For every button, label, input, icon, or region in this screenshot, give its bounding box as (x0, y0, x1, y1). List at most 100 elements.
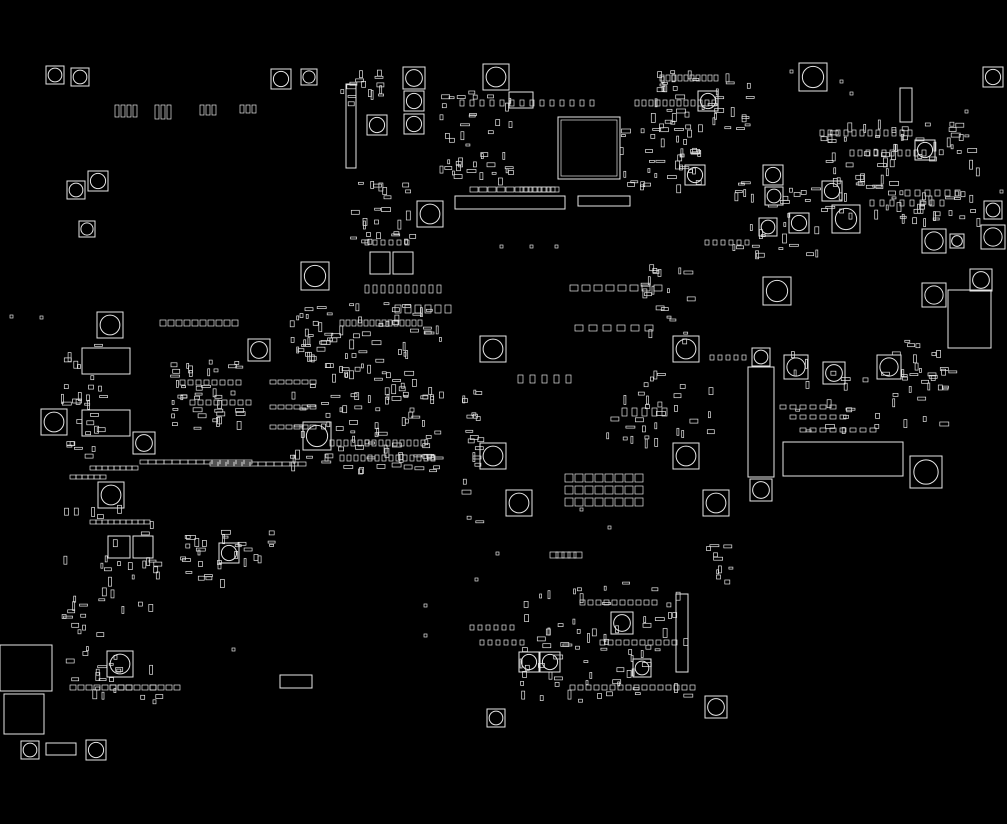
smd-part (606, 691, 613, 697)
smd-part (855, 182, 863, 186)
smd-footprint (609, 684, 616, 691)
smd-part (838, 192, 843, 201)
smd-part (414, 466, 425, 471)
smd-part (921, 379, 929, 384)
smd-footprint (689, 684, 696, 691)
smd-part (429, 469, 437, 473)
smd-part (976, 218, 981, 227)
smd-part (567, 689, 572, 700)
smd-footprint (269, 424, 277, 430)
mounting-hole (47, 67, 63, 83)
smd-part (495, 119, 501, 126)
smd-part (640, 184, 644, 191)
smd-part (874, 424, 880, 429)
smd-part (367, 364, 371, 374)
mounting-hole (68, 182, 84, 198)
smd-part (355, 444, 364, 450)
smd-part (736, 127, 745, 130)
smd-footprint (677, 74, 683, 82)
smd-footprint (369, 319, 375, 327)
smd-part (855, 174, 865, 180)
smd-part (686, 296, 696, 302)
smd-footprint (614, 497, 624, 507)
smd-part (672, 86, 678, 91)
smd-part (352, 435, 355, 443)
smd-part (723, 544, 733, 549)
smd-part (350, 430, 356, 434)
smd-part (659, 127, 669, 133)
mounting-hole (72, 69, 88, 85)
smd-part (857, 180, 865, 186)
smd-part (316, 346, 326, 352)
smd-part (383, 195, 392, 200)
smd-part (669, 318, 677, 322)
mounting-pad (87, 170, 109, 192)
smd-part (402, 182, 410, 188)
smd-footprint (651, 407, 658, 417)
smd-part (362, 218, 368, 226)
smd-footprint (689, 74, 695, 82)
smd-part (329, 337, 338, 343)
smd-part (339, 325, 344, 336)
smd-part (713, 552, 718, 558)
smd-part (914, 362, 919, 371)
smd-part (939, 421, 950, 427)
smd-footprint (919, 199, 925, 207)
smd-footprint (197, 399, 204, 406)
smd-footprint (269, 379, 277, 385)
smd-footprint (336, 439, 342, 447)
smd-part (378, 93, 384, 97)
smd-part (724, 126, 732, 130)
smd-footprint (406, 439, 412, 447)
smd-part (358, 316, 362, 324)
smd-part (936, 350, 941, 358)
smd-part (305, 351, 310, 357)
test-point (9, 314, 14, 319)
smd-footprint (549, 99, 555, 107)
smd-part (577, 587, 582, 592)
smd-footprint (107, 519, 115, 525)
smd-footprint (125, 684, 133, 691)
smd-part (920, 200, 927, 205)
smd-part (213, 368, 219, 373)
smd-footprint (717, 354, 723, 361)
smd-footprint (235, 379, 242, 386)
smd-footprint (285, 379, 293, 385)
smd-part (377, 69, 382, 77)
port-block (3, 693, 45, 735)
smd-footprint (573, 551, 583, 559)
smd-part (149, 521, 154, 529)
test-point (964, 109, 969, 114)
smd-part (453, 174, 463, 179)
smd-part (744, 123, 751, 127)
smd-part (321, 460, 332, 464)
smd-part (791, 351, 795, 358)
smd-part (383, 444, 388, 454)
smd-part (659, 123, 664, 129)
smd-part (891, 127, 897, 133)
smd-footprint (595, 599, 602, 606)
smd-part (872, 184, 883, 188)
smd-footprint (404, 284, 410, 294)
smd-part (941, 368, 946, 376)
smd-footprint (711, 99, 717, 107)
smd-part (170, 374, 180, 378)
smd-part (61, 393, 64, 404)
smd-footprint (93, 684, 101, 691)
smd-part (806, 252, 814, 257)
mounting-pad (403, 113, 425, 135)
smd-part (376, 82, 385, 88)
mounting-pad (70, 67, 90, 87)
smd-part (63, 384, 69, 389)
smd-part (426, 455, 435, 461)
smd-part (912, 217, 917, 225)
mounting-pad (949, 233, 965, 249)
smd-part (660, 138, 665, 148)
smd-part (670, 120, 676, 125)
smd-footprint (257, 461, 267, 467)
smd-part (736, 245, 744, 250)
smd-part (673, 393, 682, 399)
smd-footprint (396, 239, 402, 246)
mounting-pad (402, 66, 426, 90)
smd-footprint (495, 639, 501, 646)
